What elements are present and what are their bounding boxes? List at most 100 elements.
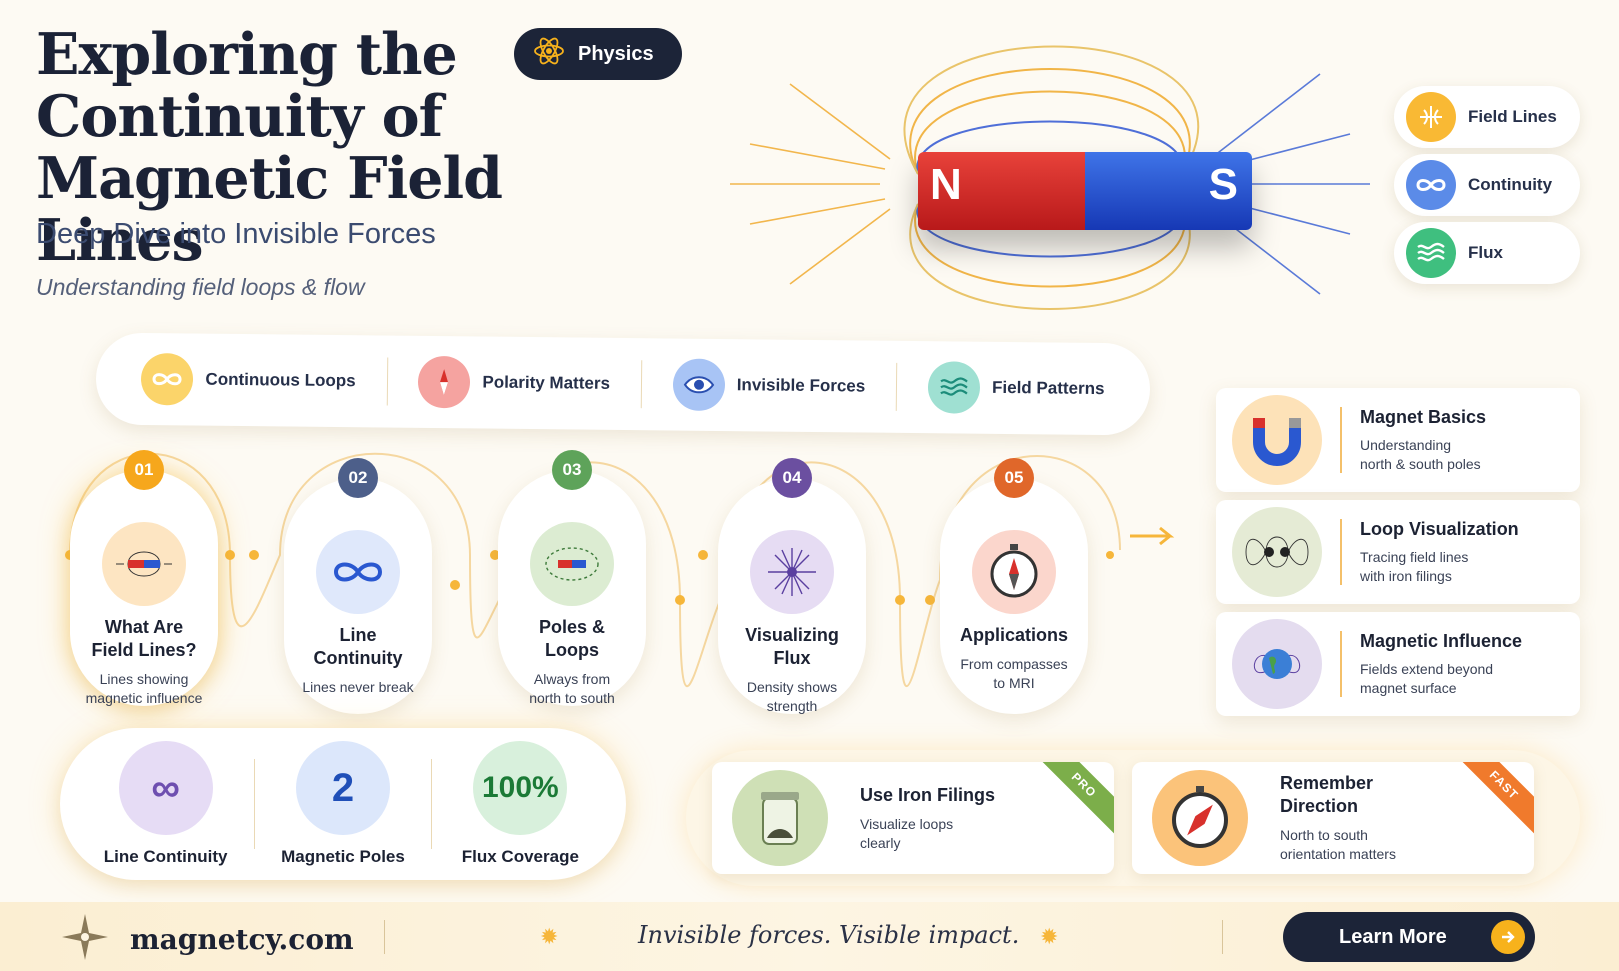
stats-panel: ∞ Line Continuity 2 Magnetic Poles 100% …: [60, 728, 626, 880]
iron-filings-icon: [1232, 507, 1322, 597]
step-number: 05: [994, 458, 1034, 498]
title-line-3: Magnetic Field Lines: [36, 145, 503, 274]
divider: [895, 362, 898, 411]
sparkle-icon: ✹: [540, 924, 559, 949]
chip-flux[interactable]: Flux: [1394, 222, 1580, 284]
compass-ns-icon: [418, 355, 471, 409]
north-pole: N: [918, 152, 1085, 230]
divider: [431, 759, 433, 849]
horseshoe-magnet-icon: [1232, 395, 1322, 485]
step-number: 03: [552, 450, 592, 490]
arrow-right-icon: [1490, 920, 1525, 954]
tip-title: Use Iron Filings: [860, 784, 996, 805]
bar-magnet-field-icon: [102, 522, 186, 606]
stat-label: Flux Coverage: [461, 847, 579, 866]
divider: [386, 357, 388, 406]
tagline: Understanding field loops & flow: [36, 274, 365, 300]
divider: [253, 759, 255, 849]
divider: [1340, 407, 1342, 473]
divider: [384, 920, 385, 954]
ribbon-item-invisible-forces[interactable]: Invisible Forces: [672, 358, 866, 413]
chip-field-lines[interactable]: Field Lines: [1394, 86, 1580, 148]
iron-filings-jar-icon: [732, 770, 828, 866]
title-line-2: Continuity of: [36, 83, 443, 150]
eye-icon: [672, 358, 726, 412]
pro-badge: PRO: [1032, 762, 1114, 837]
stat-magnetic-poles: 2 Magnetic Poles: [268, 741, 418, 867]
field-lines-icon: [1406, 92, 1456, 142]
compass-icon: [1152, 770, 1248, 866]
chip-label: Field Lines: [1468, 107, 1557, 126]
learn-more-label: Learn More: [1339, 925, 1447, 948]
south-pole: S: [1085, 152, 1252, 230]
subtitle: Deep Dive into Invisible Forces: [36, 218, 436, 250]
step-number: 02: [338, 458, 378, 498]
stat-label: Line Continuity: [103, 847, 228, 866]
bar-magnet: N S: [918, 152, 1252, 230]
stat-value: ∞: [118, 741, 213, 835]
ribbon-item-polarity[interactable]: Polarity Matters: [418, 355, 611, 410]
stat-line-continuity: ∞ Line Continuity: [91, 741, 241, 867]
category-pill[interactable]: Physics: [514, 28, 682, 80]
page-title: Exploring the Continuity of Magnetic Fie…: [36, 24, 676, 272]
chip-label: Continuity: [1468, 175, 1553, 194]
stat-value: 100%: [473, 741, 568, 835]
waves-icon: [1406, 228, 1456, 278]
learn-more-button[interactable]: Learn More: [1283, 912, 1535, 962]
infinity-icon: [141, 352, 194, 406]
title-line-1: Exploring the: [36, 21, 458, 88]
step-description: Lines never break: [302, 679, 414, 695]
feature-ribbon: Continuous Loops Polarity Matters Invisi…: [95, 332, 1151, 436]
waves-icon: [927, 361, 981, 414]
ribbon-item-field-patterns[interactable]: Field Patterns: [927, 361, 1105, 415]
divider: [1340, 519, 1342, 585]
ribbon-label: Invisible Forces: [736, 375, 866, 396]
step-number: 01: [124, 450, 164, 490]
divider: [1340, 631, 1342, 697]
flux-burst-icon: [750, 530, 834, 614]
earth-field-icon: [1232, 619, 1322, 709]
ribbon-item-continuous-loops[interactable]: Continuous Loops: [141, 352, 356, 407]
stat-flux-coverage: 100% Flux Coverage: [445, 741, 595, 867]
compass-rose-icon: [60, 912, 110, 967]
category-label: Physics: [578, 42, 654, 65]
chip-continuity[interactable]: Continuity: [1394, 154, 1580, 216]
chip-label: Flux: [1468, 243, 1503, 262]
ribbon-label: Continuous Loops: [205, 369, 356, 391]
ribbon-label: Field Patterns: [991, 377, 1105, 399]
card-title: Magnetic Influence: [1360, 630, 1523, 651]
step-connector: [65, 452, 1175, 688]
divider: [1222, 920, 1223, 954]
brand-name: magnetcy.com: [130, 923, 354, 956]
step-title: Poles &Loops: [538, 617, 606, 660]
card-title: Loop Visualization: [1360, 518, 1519, 539]
brand[interactable]: magnetcy.com: [60, 912, 354, 967]
stat-value: 2: [295, 741, 390, 835]
sparkle-icon: ✹: [1040, 924, 1059, 949]
ribbon-label: Polarity Matters: [482, 372, 611, 393]
stat-label: Magnetic Poles: [281, 847, 405, 866]
step-title: Applications: [959, 625, 1068, 645]
